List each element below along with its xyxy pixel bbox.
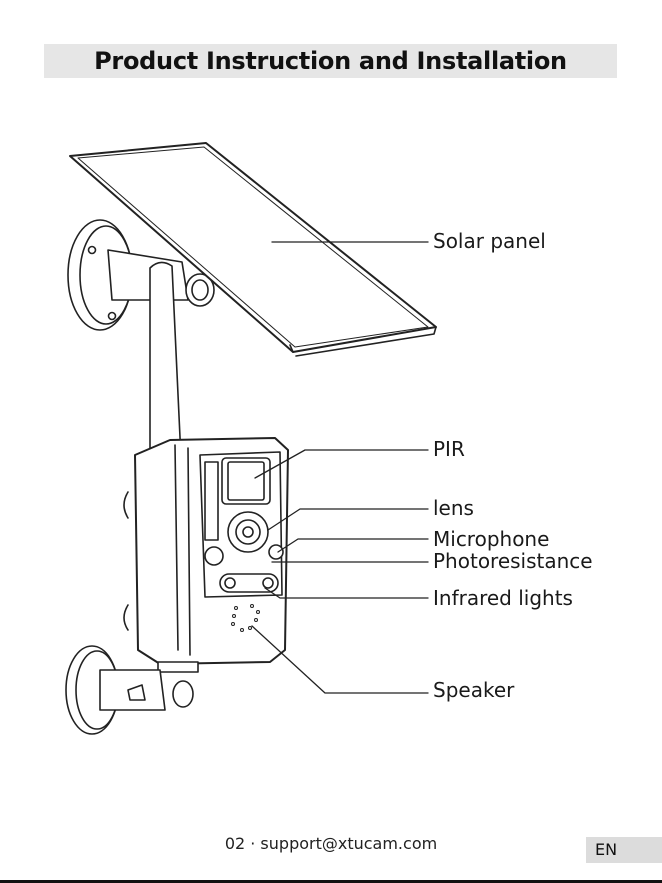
callout-photoresistance: Photoresistance bbox=[433, 550, 593, 572]
callout-lens: lens bbox=[433, 497, 474, 519]
callout-microphone: Microphone bbox=[433, 528, 549, 550]
page-footer: 02 · support@xtucam.com bbox=[0, 834, 662, 853]
callout-infrared-lights: Infrared lights bbox=[433, 587, 573, 609]
callout-speaker: Speaker bbox=[433, 679, 514, 701]
callout-solar-panel: Solar panel bbox=[433, 230, 546, 252]
callout-pir: PIR bbox=[433, 438, 465, 460]
language-tab: EN bbox=[586, 837, 662, 863]
